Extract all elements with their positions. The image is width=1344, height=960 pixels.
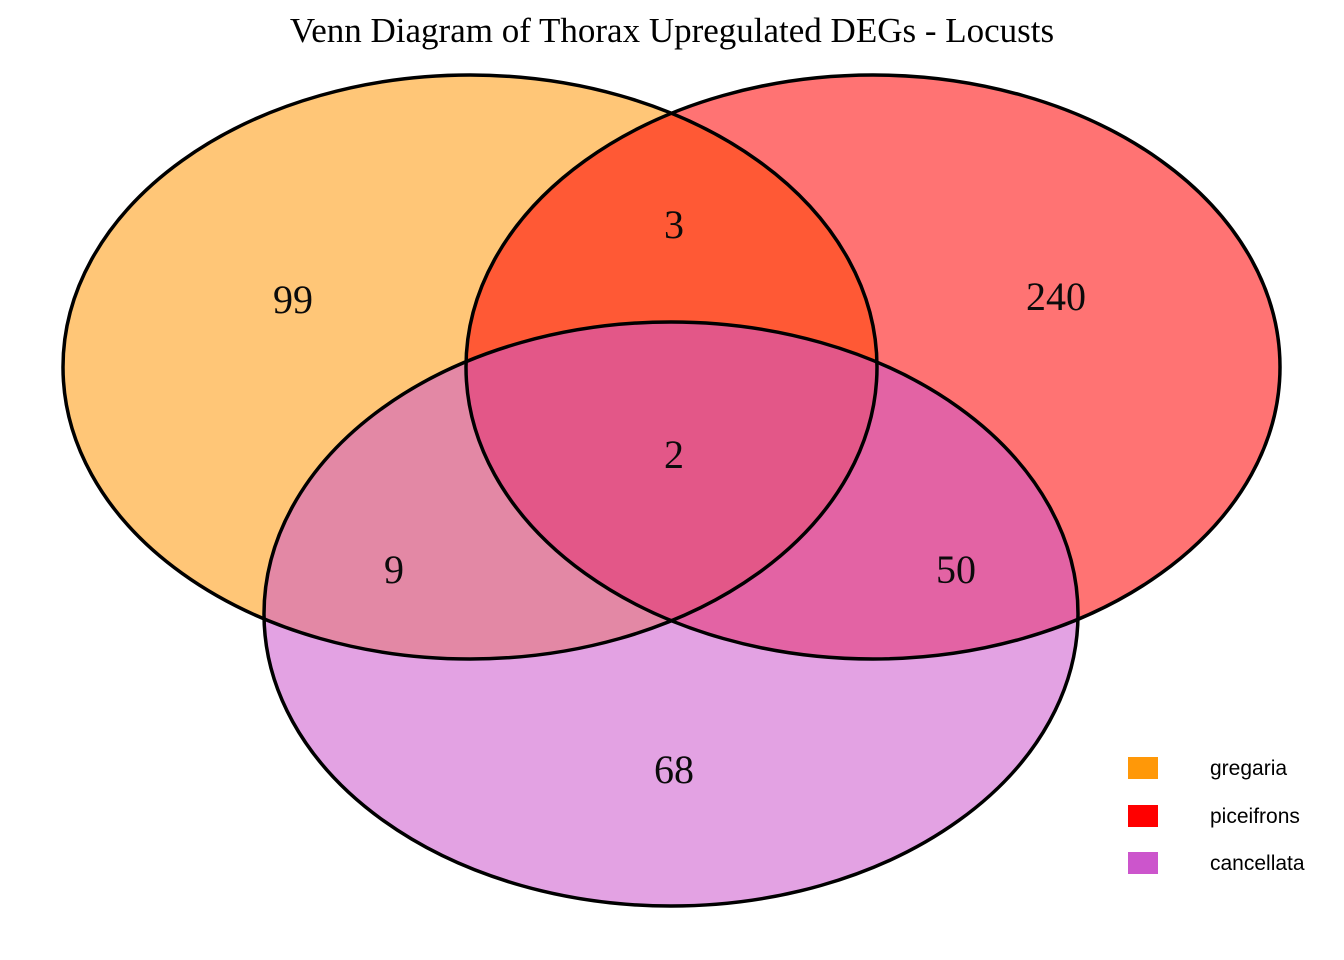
outline-gregaria xyxy=(61,73,879,661)
count-gregaria-only: 99 xyxy=(273,277,313,322)
outline-cancellata xyxy=(262,320,1080,908)
legend: gregaria piceifrons cancellata xyxy=(1128,757,1305,875)
count-piceifrons-only: 240 xyxy=(1026,274,1086,319)
legend-label-gregaria: gregaria xyxy=(1210,757,1287,780)
count-cancellata-only: 68 xyxy=(654,747,694,792)
legend-swatch-gregaria xyxy=(1128,757,1158,779)
count-gregaria-piceifrons: 3 xyxy=(664,202,684,247)
venn-fills xyxy=(63,75,1280,906)
set-ellipse-cancellata xyxy=(264,322,1078,906)
venn-outlines xyxy=(61,73,1282,908)
legend-label-cancellata: cancellata xyxy=(1210,852,1305,875)
count-piceifrons-cancellata: 50 xyxy=(936,547,976,592)
legend-swatch-piceifrons xyxy=(1128,805,1158,827)
legend-swatch-cancellata xyxy=(1128,852,1158,874)
region-count-labels: 99 240 68 3 9 50 2 xyxy=(273,202,1086,792)
count-gregaria-cancellata: 9 xyxy=(384,547,404,592)
chart-title: Venn Diagram of Thorax Upregulated DEGs … xyxy=(290,11,1054,50)
count-all-three: 2 xyxy=(664,432,684,477)
outline-piceifrons xyxy=(464,73,1282,661)
legend-label-piceifrons: piceifrons xyxy=(1210,805,1300,828)
